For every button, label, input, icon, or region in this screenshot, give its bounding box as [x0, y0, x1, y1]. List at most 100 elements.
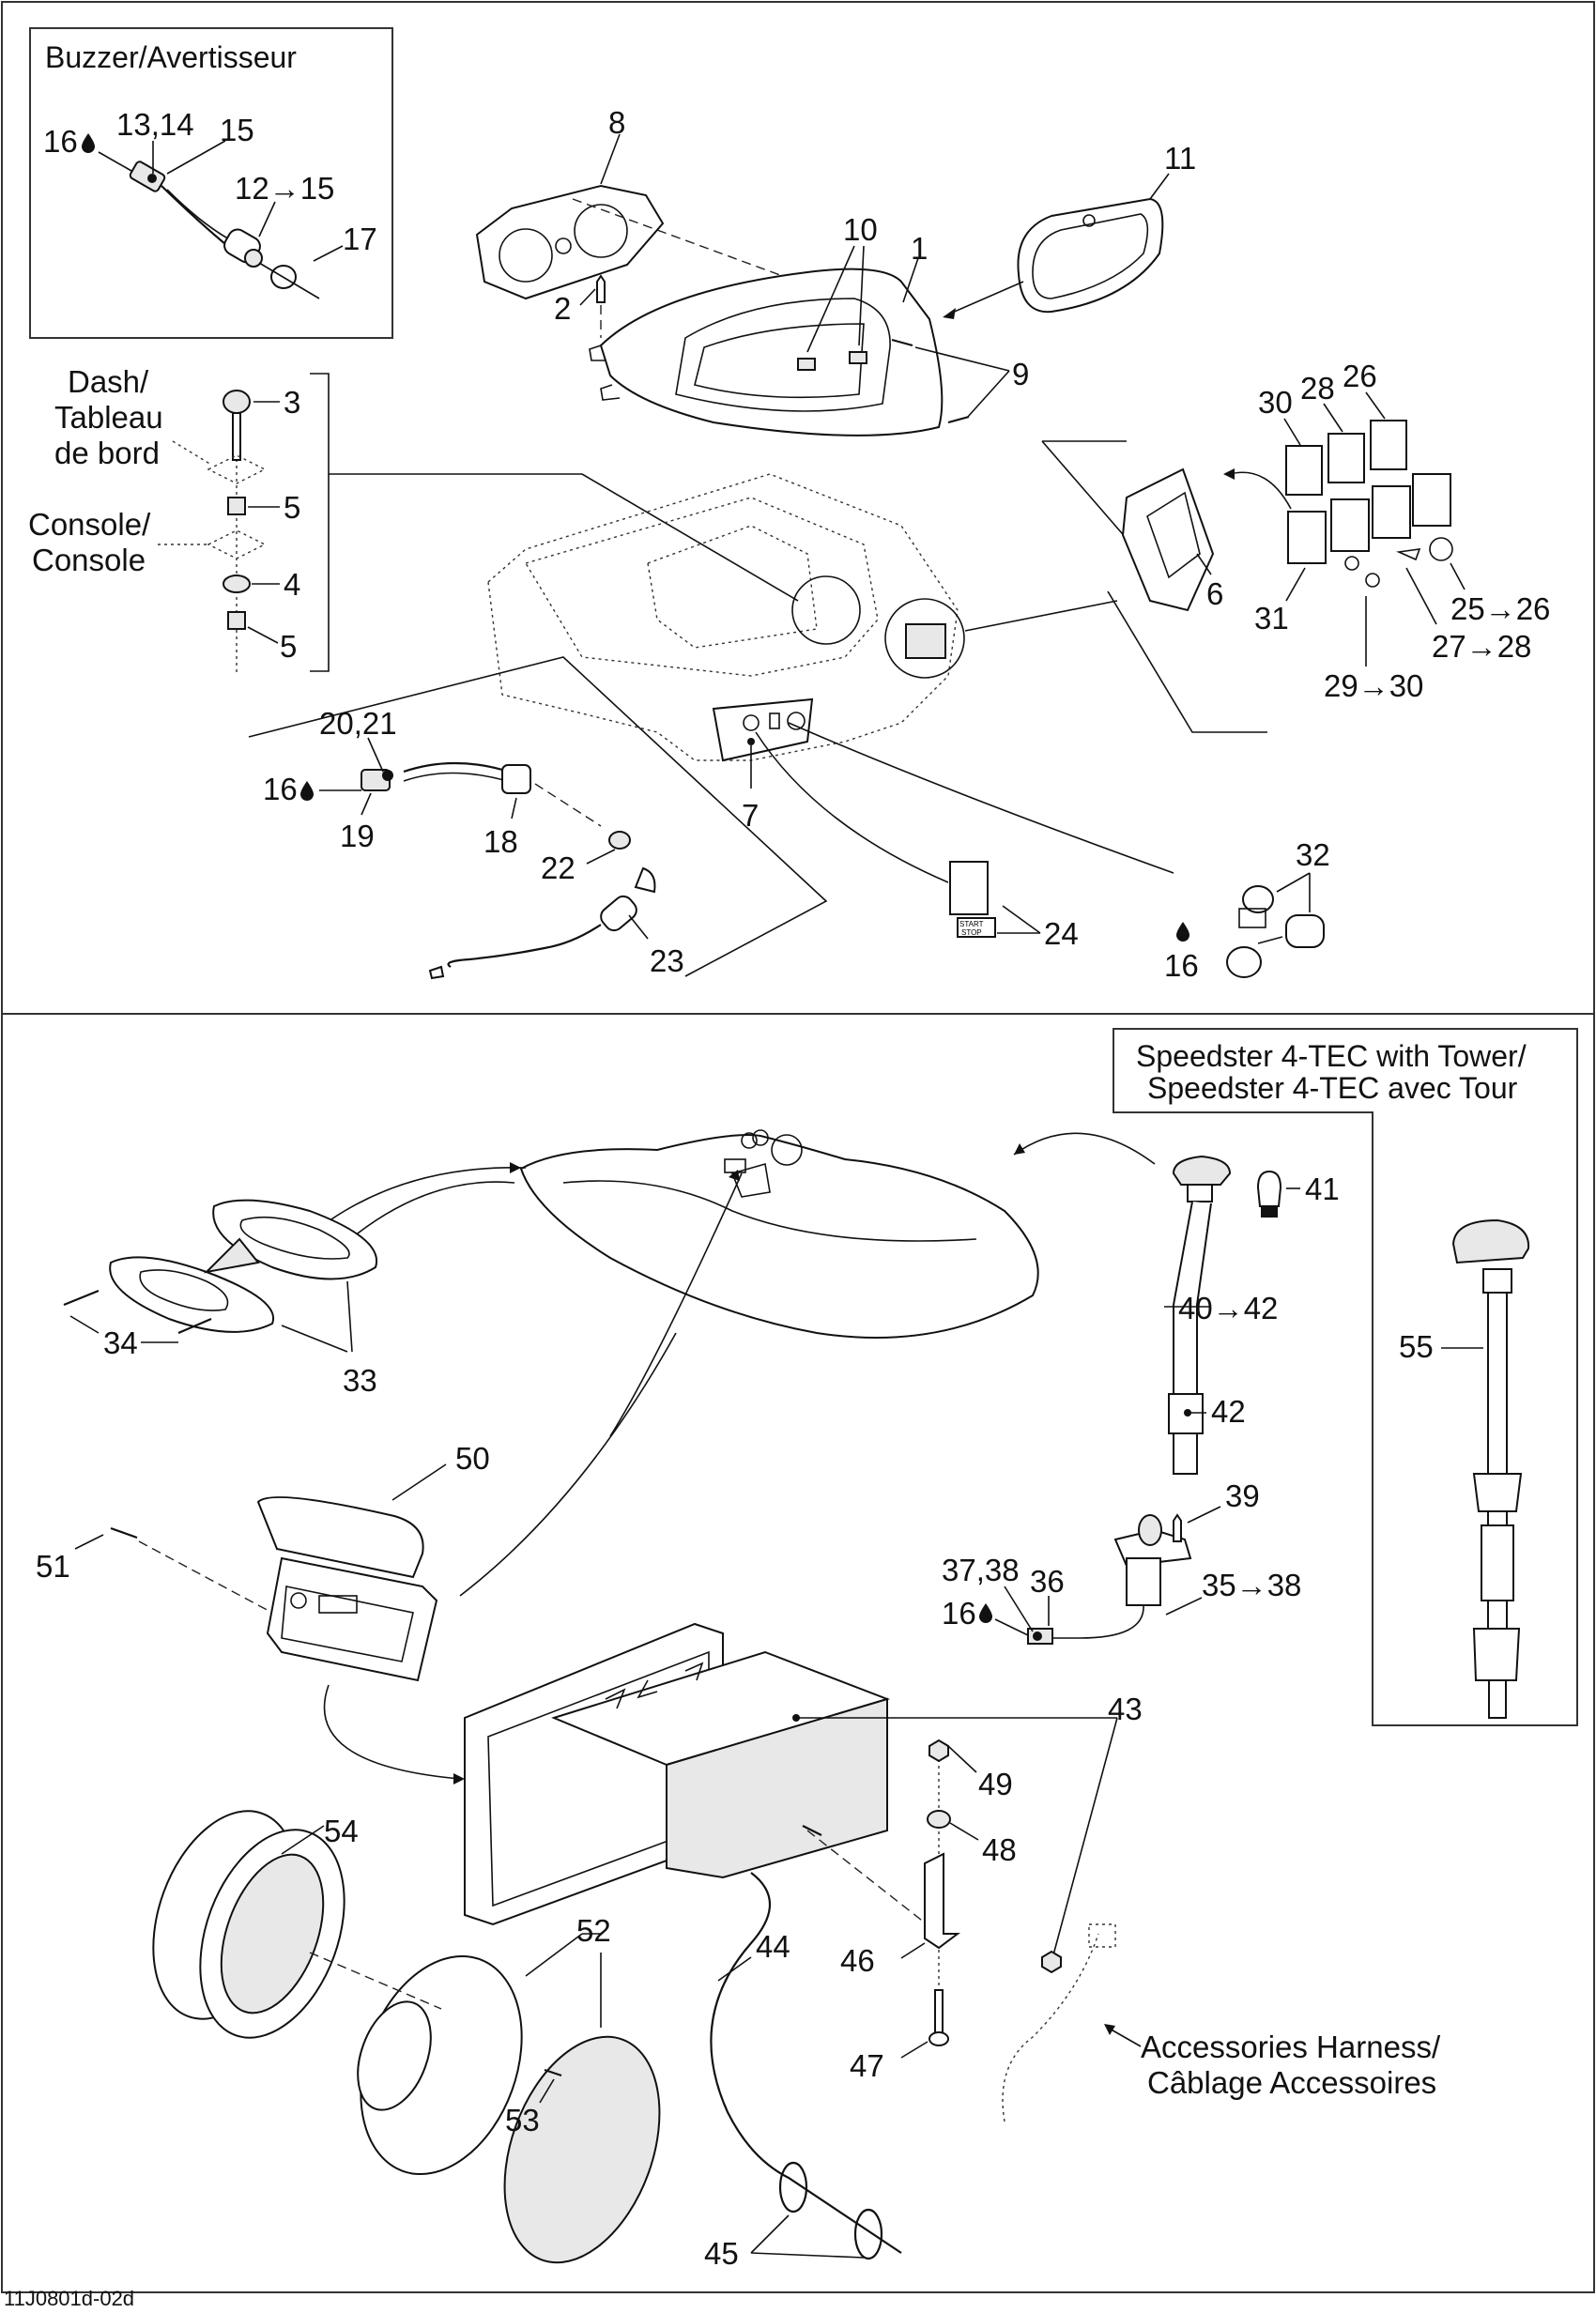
callout-9: 9 — [1012, 357, 1029, 391]
leader-9a — [914, 346, 1010, 372]
leader-2 — [579, 288, 596, 306]
push-button-3 — [223, 390, 251, 414]
callout-50: 50 — [455, 1441, 490, 1476]
key-panel-7 — [712, 697, 814, 762]
screw-39 — [1173, 1513, 1182, 1542]
callout-44: 44 — [756, 1929, 790, 1964]
fastener-stack — [207, 390, 267, 676]
screw-47 — [934, 1989, 944, 2038]
bulb-41 — [1256, 1170, 1282, 1218]
leader-8 — [600, 133, 621, 185]
courtesy-light — [63, 1199, 378, 1335]
fan-symbol-icon — [1429, 537, 1453, 561]
speaker-set — [152, 1810, 661, 2264]
washer-48 — [927, 1810, 951, 1829]
grease-drop-icon — [979, 1603, 992, 1623]
callout-46: 46 — [840, 1943, 875, 1978]
callout-53: 53 — [505, 2103, 540, 2137]
leader-1 — [902, 257, 919, 303]
start-stop-button — [949, 861, 989, 915]
note-dash-2: Tableau — [54, 400, 163, 435]
detail-circle-switches — [884, 598, 965, 679]
callout-48: 48 — [982, 1832, 1017, 1867]
nut-43 — [1041, 1950, 1062, 1974]
callout-41: 41 — [1305, 1172, 1340, 1206]
callout-19: 19 — [340, 819, 375, 853]
light-symbol-icon — [1344, 556, 1359, 571]
stop-label: STOP — [961, 928, 982, 937]
stereo-unit — [464, 1622, 940, 1935]
callout-3: 3 — [284, 385, 300, 420]
callout-26: 26 — [1343, 359, 1377, 393]
leader-12-15 — [258, 201, 276, 237]
screw-51 — [110, 1526, 138, 1539]
leader-11-arrow — [949, 281, 1024, 314]
note-dash-3: de bord — [54, 436, 160, 470]
callout-6: 6 — [1206, 576, 1223, 611]
anchor-light-symbol-icon — [1365, 573, 1380, 588]
callout-52: 52 — [576, 1913, 611, 1948]
detail-circle-dash — [791, 575, 861, 645]
tower-inset-frame — [1113, 1028, 1578, 1726]
indicator-lamp-left — [797, 358, 816, 371]
buzzer-inset-title: Buzzer/Avertisseur — [45, 40, 297, 74]
callout-42: 42 — [1211, 1394, 1246, 1429]
key-switch-18 — [501, 764, 531, 794]
socket-nut — [1242, 885, 1274, 913]
callout-33: 33 — [343, 1363, 377, 1398]
callout-39: 39 — [1225, 1478, 1260, 1513]
console-body — [487, 473, 965, 762]
light-housing-33 — [109, 1256, 275, 1333]
grease-drop-icon — [300, 781, 314, 801]
callout-16-buzzer: 16 — [43, 124, 78, 159]
callout-17: 17 — [343, 222, 377, 256]
callout-22: 22 — [541, 850, 575, 885]
grease-drop-icon — [82, 133, 95, 153]
switch-25 — [1412, 473, 1451, 527]
switch-31 — [1287, 511, 1327, 564]
cable-44 — [710, 1872, 902, 2254]
screw-34a — [63, 1289, 100, 1307]
arrow-head-icon — [943, 308, 956, 319]
boat-hull — [519, 1129, 1039, 1339]
callout-16-socket: 16 — [1164, 948, 1199, 983]
tower-inset-title-1: Speedster 4-TEC with Tower/ — [1136, 1039, 1527, 1073]
callout-47: 47 — [850, 2048, 884, 2083]
leader-15 — [166, 140, 226, 175]
leader-9b — [966, 370, 1010, 419]
callout-23: 23 — [650, 943, 684, 978]
callout-51: 51 — [36, 1549, 70, 1584]
cable-tie-45a — [778, 2161, 808, 2213]
drawing-code: 11J0801d-02d — [4, 2287, 134, 2310]
switch-29 — [1330, 498, 1370, 552]
gauge-cluster — [475, 184, 799, 300]
leader-17 — [313, 245, 344, 262]
decal-26 — [1370, 420, 1407, 470]
screw-34b — [177, 1317, 212, 1335]
cover-lid-50 — [256, 1496, 424, 1579]
buzzer-part — [129, 161, 320, 299]
note-console-1: Console/ — [28, 507, 151, 542]
callout-29-30: 29→30 — [1324, 668, 1423, 703]
callout-27-28: 27→28 — [1432, 629, 1531, 664]
switch-27 — [1372, 485, 1411, 539]
start-label: START — [959, 920, 984, 928]
note-console-2: Console — [32, 543, 146, 577]
callout-8: 8 — [608, 105, 625, 140]
indicator-lamp-right — [849, 351, 867, 364]
callout-2: 2 — [554, 291, 571, 326]
callout-11: 11 — [1164, 141, 1196, 176]
grease-drop-icon — [1176, 922, 1189, 942]
tower-inset: Speedster 4-TEC with Tower/ Speedster 4-… — [1113, 1028, 1578, 1726]
nut-49 — [928, 1739, 949, 1763]
tether-key-23 — [600, 895, 637, 932]
screws-9 — [891, 338, 970, 424]
callout-30: 30 — [1258, 385, 1293, 420]
callout-18: 18 — [483, 824, 518, 859]
nut-5-lower — [227, 611, 246, 630]
callout-35-38: 35→38 — [1202, 1568, 1301, 1602]
callout-25-26: 25→26 — [1450, 591, 1550, 626]
gauge-bezel — [1017, 197, 1164, 314]
decal-30 — [1285, 445, 1323, 496]
